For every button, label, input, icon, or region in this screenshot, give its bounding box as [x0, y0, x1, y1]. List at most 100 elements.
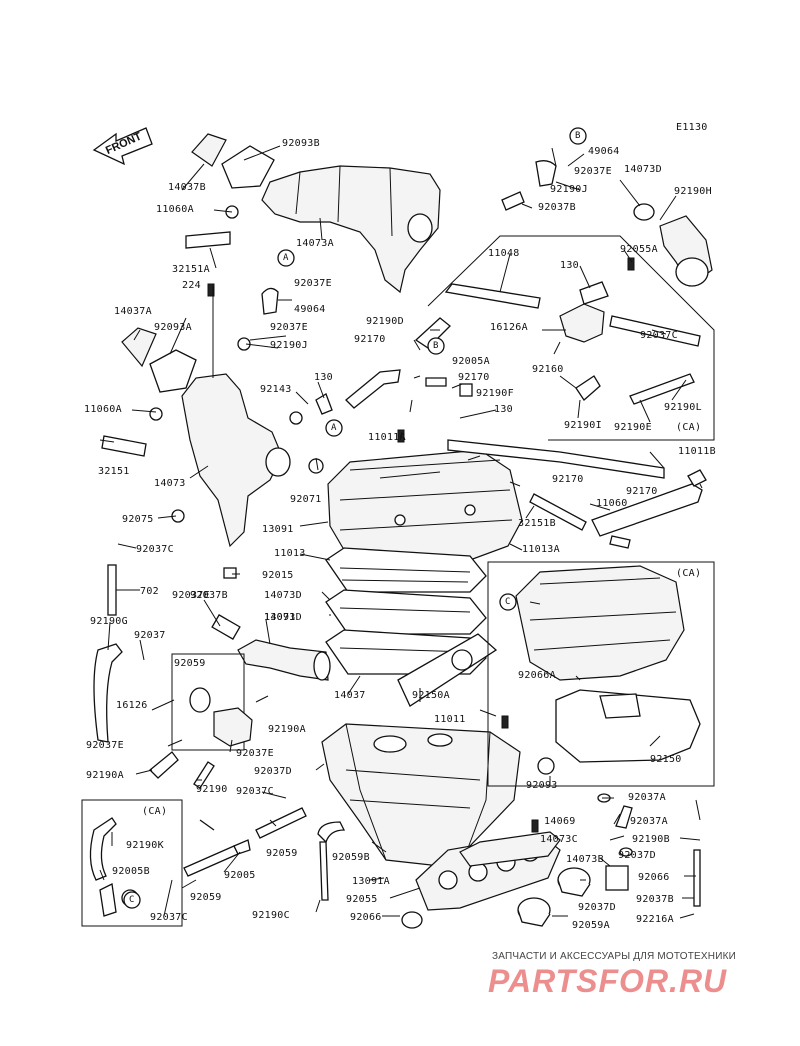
region-label-ca: (CA) [676, 568, 702, 579]
part-label: 11060A [84, 404, 122, 415]
part-label: 92093 [526, 780, 558, 791]
callout-c: C [129, 895, 135, 905]
part-label: 49064 [294, 304, 326, 315]
leader-lines [99, 145, 703, 919]
front-arrow-icon [92, 127, 153, 166]
part-label: 92190H [674, 186, 712, 197]
part-label: 92160 [532, 364, 564, 375]
callout-circles [123, 127, 587, 909]
part-label: 14073D [624, 164, 662, 175]
part-label: 92190B [632, 834, 670, 845]
part-label: 702 [140, 586, 159, 597]
part-label: 92037E [236, 748, 274, 759]
part-label: 14073B [566, 854, 604, 865]
part-label: 92190G [90, 616, 128, 627]
part-label: 92075 [122, 514, 154, 525]
part-label: 130 [314, 372, 333, 383]
part-label: 11011A [368, 432, 406, 443]
part-label: 92093B [282, 138, 320, 149]
part-label: 92190J [550, 184, 588, 195]
part-label: 92015 [262, 570, 294, 581]
part-label: 92190A [268, 724, 306, 735]
part-label: 92059 [174, 658, 206, 669]
part-label: 92066A [518, 670, 556, 681]
part-label: 92216A [636, 914, 674, 925]
part-label: 92190 [196, 784, 228, 795]
part-label: 14073A [296, 238, 334, 249]
part-label: 92037C [150, 912, 188, 923]
intake-duct-left [121, 327, 291, 548]
part-label: 92055 [346, 894, 378, 905]
part-label: 13091 [264, 612, 296, 623]
part-label: 14073D [264, 590, 302, 601]
diagram-code: E1130 [676, 122, 708, 133]
part-label: 92066 [350, 912, 382, 923]
callout-b: B [575, 131, 581, 141]
part-label: 92059B [332, 852, 370, 863]
part-label: 92037E [294, 278, 332, 289]
hoses-right [447, 439, 707, 549]
part-label: 16126A [490, 322, 528, 333]
fasteners [101, 160, 635, 833]
intake-duct-upper [261, 165, 441, 294]
part-label: 92190C [252, 910, 290, 921]
part-label: 11048 [488, 248, 520, 259]
callout-b: B [433, 341, 439, 351]
part-label: 14073 [154, 478, 186, 489]
part-label: 92190J [270, 340, 308, 351]
part-label: 14037A [114, 306, 152, 317]
part-label: 130 [560, 260, 579, 271]
part-label: 224 [182, 280, 201, 291]
part-label: 92150A [412, 690, 450, 701]
callout-a: A [283, 253, 289, 263]
valve-group [171, 653, 253, 751]
part-label: 92190K [126, 840, 164, 851]
part-label: 92190L [664, 402, 702, 413]
part-label: 92170 [626, 486, 658, 497]
part-label: 92037B [190, 590, 228, 601]
watermark-logo: PARTSFOR.RU [488, 963, 728, 999]
part-label: 92170 [354, 334, 386, 345]
part-label: 92143 [260, 384, 292, 395]
part-label: 92170 [458, 372, 490, 383]
part-label: 13091 [262, 524, 294, 535]
part-label: 92005B [112, 866, 150, 877]
rubber-elbow-upper [633, 203, 713, 287]
gasket-stack [325, 547, 498, 707]
part-label: 92005A [452, 356, 490, 367]
part-label: 14037B [168, 182, 206, 193]
part-label: 92059 [266, 848, 298, 859]
part-label: 32151B [518, 518, 556, 529]
part-label: 14073C [540, 834, 578, 845]
hoses-left [89, 564, 307, 881]
part-label: 92059A [572, 920, 610, 931]
carb-holders [415, 831, 561, 911]
filter-net-upper [191, 133, 275, 189]
part-label: 92037D [578, 902, 616, 913]
part-label: 92037B [538, 202, 576, 213]
part-label: 14037 [334, 690, 366, 701]
ca-box-right [487, 561, 715, 787]
part-label: 32151A [172, 264, 210, 275]
part-label: 11060 [596, 498, 628, 509]
air-cleaner-housing [321, 723, 521, 867]
part-label: 92150 [650, 754, 682, 765]
part-label: 92190D [366, 316, 404, 327]
part-label: 92055A [620, 244, 658, 255]
part-label: 92066 [638, 872, 670, 883]
part-label: 92037C [640, 330, 678, 341]
part-label: 92037A [628, 792, 666, 803]
part-label: 92037E [270, 322, 308, 333]
callout-a: A [331, 423, 337, 433]
part-label: 92059 [190, 892, 222, 903]
part-label: 92190F [476, 388, 514, 399]
part-label: 92037A [630, 816, 668, 827]
part-label: 92037D [254, 766, 292, 777]
part-label: 130 [494, 404, 513, 415]
part-label: 92071 [290, 494, 322, 505]
part-label: 92037D [618, 850, 656, 861]
parts-lower-right [597, 793, 701, 907]
part-label: 49064 [588, 146, 620, 157]
part-label: 92190I [564, 420, 602, 431]
